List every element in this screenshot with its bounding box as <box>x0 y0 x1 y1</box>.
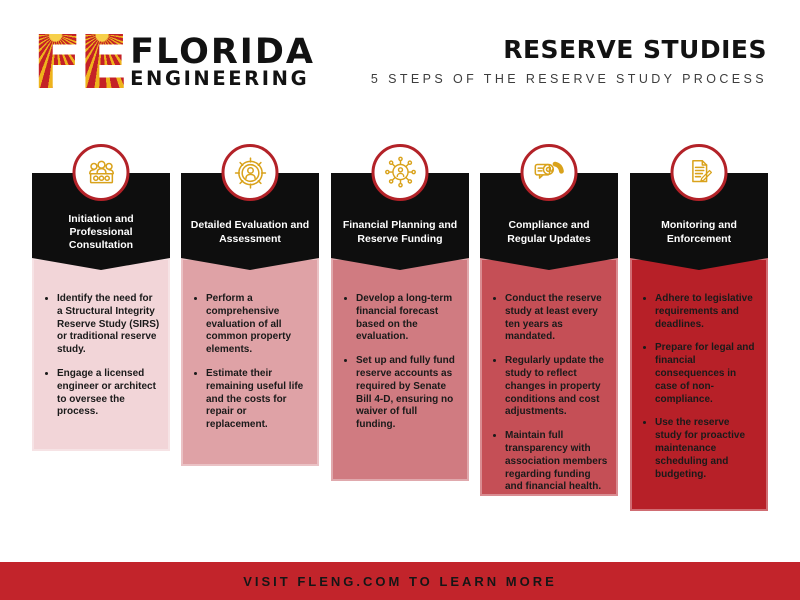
network-hub-icon <box>384 156 416 187</box>
step-body: Adhere to legislative requirements and d… <box>630 258 768 511</box>
step-icon-circle <box>221 144 279 201</box>
step-title: Compliance and Regular Updates <box>507 219 591 245</box>
target-person-icon <box>234 156 266 189</box>
title-block: RESERVE STUDIES 5 STEPS OF THE RESERVE S… <box>370 35 767 87</box>
step-bullet-list: Conduct the reserve study at least every… <box>482 260 616 494</box>
contact-phone-icon <box>534 161 564 179</box>
step-body: Identify the need for a Structural Integ… <box>32 258 170 451</box>
team-consultation-icon <box>88 160 114 183</box>
step-bullet-list: Perform a comprehensive evaluation of al… <box>183 260 317 451</box>
step-bullet: Engage a licensed engineer or architect … <box>57 368 160 419</box>
page-title: RESERVE STUDIES <box>503 35 767 64</box>
step-bullet: Identify the need for a Structural Integ… <box>57 293 160 357</box>
step-title: Financial Planning and Reserve Funding <box>342 219 458 245</box>
step-body: Conduct the reserve study at least every… <box>480 258 618 496</box>
step-body: Develop a long-term financial forecast b… <box>331 258 469 481</box>
footer-cta: VISIT FLENG.COM TO LEARN MORE <box>243 573 557 589</box>
step-bullet: Set up and fully fund reserve accounts a… <box>356 355 459 432</box>
step-bullet-list: Adhere to legislative requirements and d… <box>632 260 766 500</box>
step-bullet: Develop a long-term financial forecast b… <box>356 293 459 344</box>
footer-bar: VISIT FLENG.COM TO LEARN MORE <box>0 562 800 600</box>
step-bullet: Adhere to legislative requirements and d… <box>655 293 758 331</box>
step-bullet: Regularly update the study to reflect ch… <box>505 355 608 419</box>
brand-name-engineering: ENGINEERING <box>130 67 310 90</box>
step-bullet: Use the reserve study for proactive main… <box>655 417 758 481</box>
step-header: Compliance and Regular Updates <box>480 173 618 270</box>
step-icon-circle <box>72 144 130 201</box>
step-title: Initiation and Professional Consultation <box>68 212 134 252</box>
step-title: Detailed Evaluation and Assessment <box>190 219 310 245</box>
step-bullet-list: Identify the need for a Structural Integ… <box>34 260 168 438</box>
step-bullet: Maintain full transparency with associat… <box>505 430 608 494</box>
step-bullet: Prepare for legal and financial conseque… <box>655 342 758 406</box>
step-icon-circle <box>371 144 429 201</box>
step-bullet-list: Develop a long-term financial forecast b… <box>333 260 467 451</box>
step-icon-circle <box>670 144 728 201</box>
document-pencil-icon <box>691 159 712 182</box>
step-icon-circle <box>520 144 578 201</box>
step-bullet: Estimate their remaining useful life and… <box>206 368 309 432</box>
logo-letter-e: E <box>78 20 126 106</box>
brand-name-florida: FLORIDA <box>130 32 315 72</box>
step-body: Perform a comprehensive evaluation of al… <box>181 258 319 466</box>
step-bullet: Conduct the reserve study at least every… <box>505 293 608 344</box>
brand-wordmark: FLORIDA ENGINEERING <box>130 32 315 90</box>
step-title: Monitoring and Enforcement <box>661 219 737 245</box>
florida-engineering-logo: F E FLORIDA ENGINEERING <box>32 34 315 92</box>
page-subtitle: 5 STEPS OF THE RESERVE STUDY PROCESS <box>370 72 767 86</box>
logo-letter-f: F <box>32 20 79 106</box>
logo-fe-mark: F E <box>32 20 126 106</box>
step-bullet: Perform a comprehensive evaluation of al… <box>206 293 309 357</box>
